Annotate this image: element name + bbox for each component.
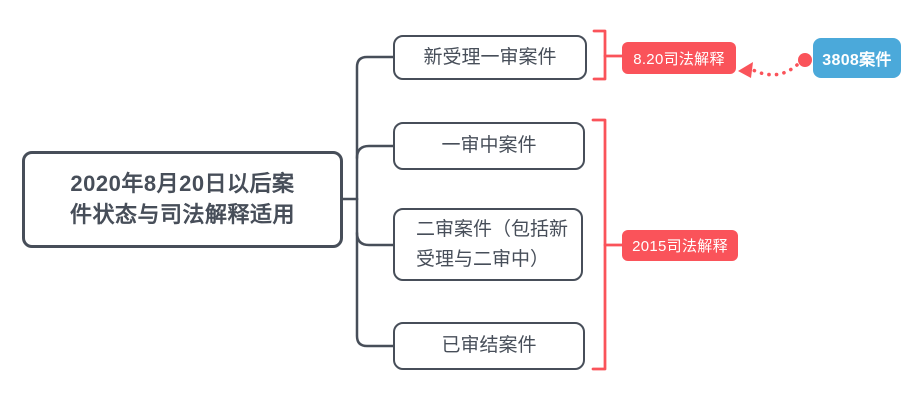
bracket-2015 bbox=[591, 118, 624, 371]
dotted-arrow bbox=[738, 53, 812, 78]
tag-2015-interpretation[interactable]: 2015司法解释 bbox=[622, 230, 738, 261]
topic-in-first-instance[interactable]: 一审中案件 bbox=[393, 122, 585, 170]
topic-new-first-instance[interactable]: 新受理一审案件 bbox=[393, 35, 587, 80]
tag-3808-cases[interactable]: 3808案件 bbox=[813, 38, 901, 78]
arrow-origin-dot bbox=[798, 53, 812, 67]
tag-820-interpretation[interactable]: 8.20司法解释 bbox=[622, 42, 736, 74]
topic-concluded[interactable]: 已审结案件 bbox=[393, 322, 585, 370]
topic-second-instance[interactable]: 二审案件（包括新 受理与二审中） bbox=[393, 208, 583, 281]
arrowhead-icon bbox=[738, 62, 753, 78]
root-topic[interactable]: 2020年8月20日以后案 件状态与司法解释适用 bbox=[22, 151, 343, 248]
branch-wires bbox=[341, 55, 395, 348]
bracket-820 bbox=[592, 29, 624, 81]
